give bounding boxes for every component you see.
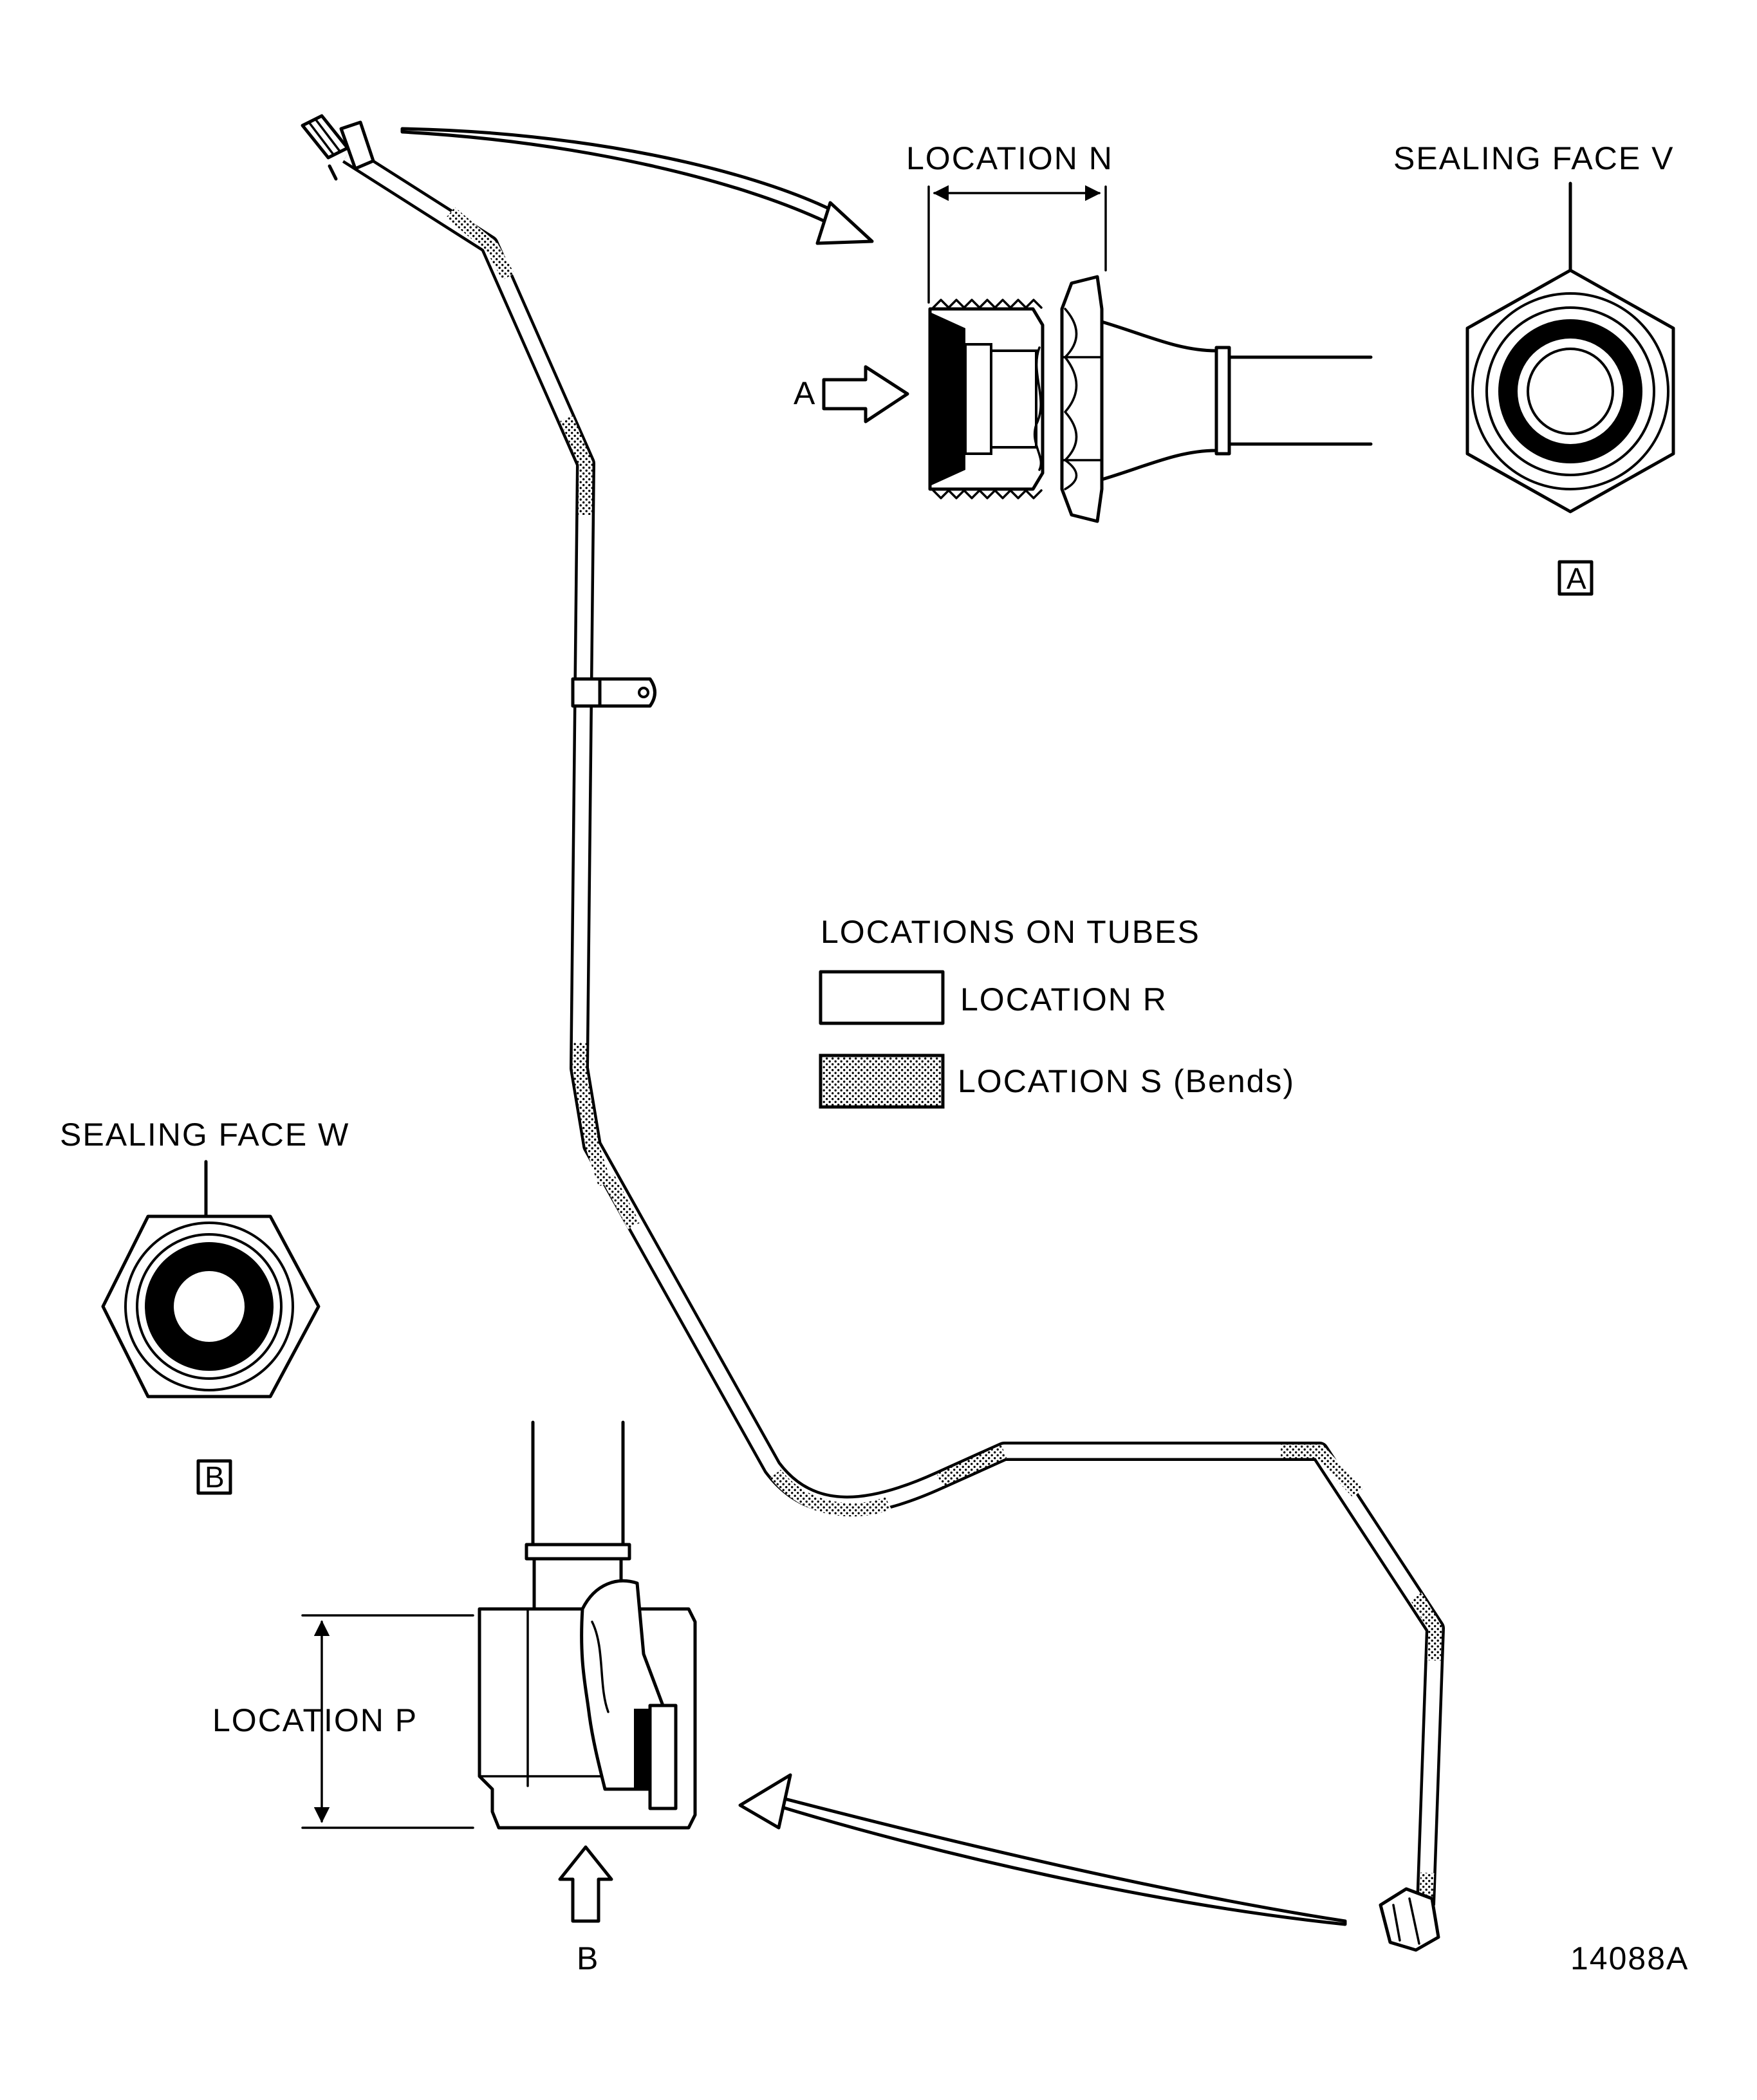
- sealing-face-w-label: SEALING FACE W: [60, 1117, 349, 1153]
- hollow-arrow-icon: [822, 365, 909, 423]
- sealing-face-v-label: SEALING FACE V: [1393, 140, 1674, 176]
- sealing-face-n: [930, 312, 965, 486]
- fitting-detail-p: LOCATION P B: [212, 1420, 697, 1976]
- legend-s-label: LOCATION S (Bends): [958, 1063, 1295, 1099]
- figure-number: 14088A: [1570, 1940, 1689, 1976]
- legend-title: LOCATIONS ON TUBES: [821, 914, 1200, 950]
- leader-arrow-bottom: [738, 1773, 1347, 1926]
- legend-swatch-s: [819, 1054, 945, 1109]
- view-a-key-letter: A: [794, 375, 816, 411]
- top-end-fitting: [301, 114, 375, 181]
- bend-zones: [446, 207, 1442, 1906]
- bottom-end-fitting: [1379, 1887, 1440, 1952]
- location-n-label: LOCATION N: [906, 140, 1113, 176]
- fitting-detail-n: LOCATION N A: [794, 140, 1373, 523]
- leader-arrow-top: [400, 127, 874, 245]
- view-b-box-letter: B: [205, 1460, 225, 1494]
- view-a-box-letter: A: [1566, 562, 1586, 595]
- view-a-sealing-face-v: SEALING FACE V A: [1393, 140, 1675, 596]
- legend: LOCATIONS ON TUBES LOCATION R LOCATION S…: [819, 914, 1295, 1109]
- view-b-key-letter: B: [577, 1940, 599, 1976]
- location-p-label: LOCATION P: [212, 1702, 418, 1738]
- legend-r-label: LOCATION R: [960, 981, 1167, 1017]
- fuel-tube: [301, 114, 1445, 1952]
- view-b-sealing-face-w: SEALING FACE W B: [60, 1117, 349, 1495]
- tube-clamp: [571, 677, 656, 708]
- legend-swatch-r: [819, 970, 945, 1025]
